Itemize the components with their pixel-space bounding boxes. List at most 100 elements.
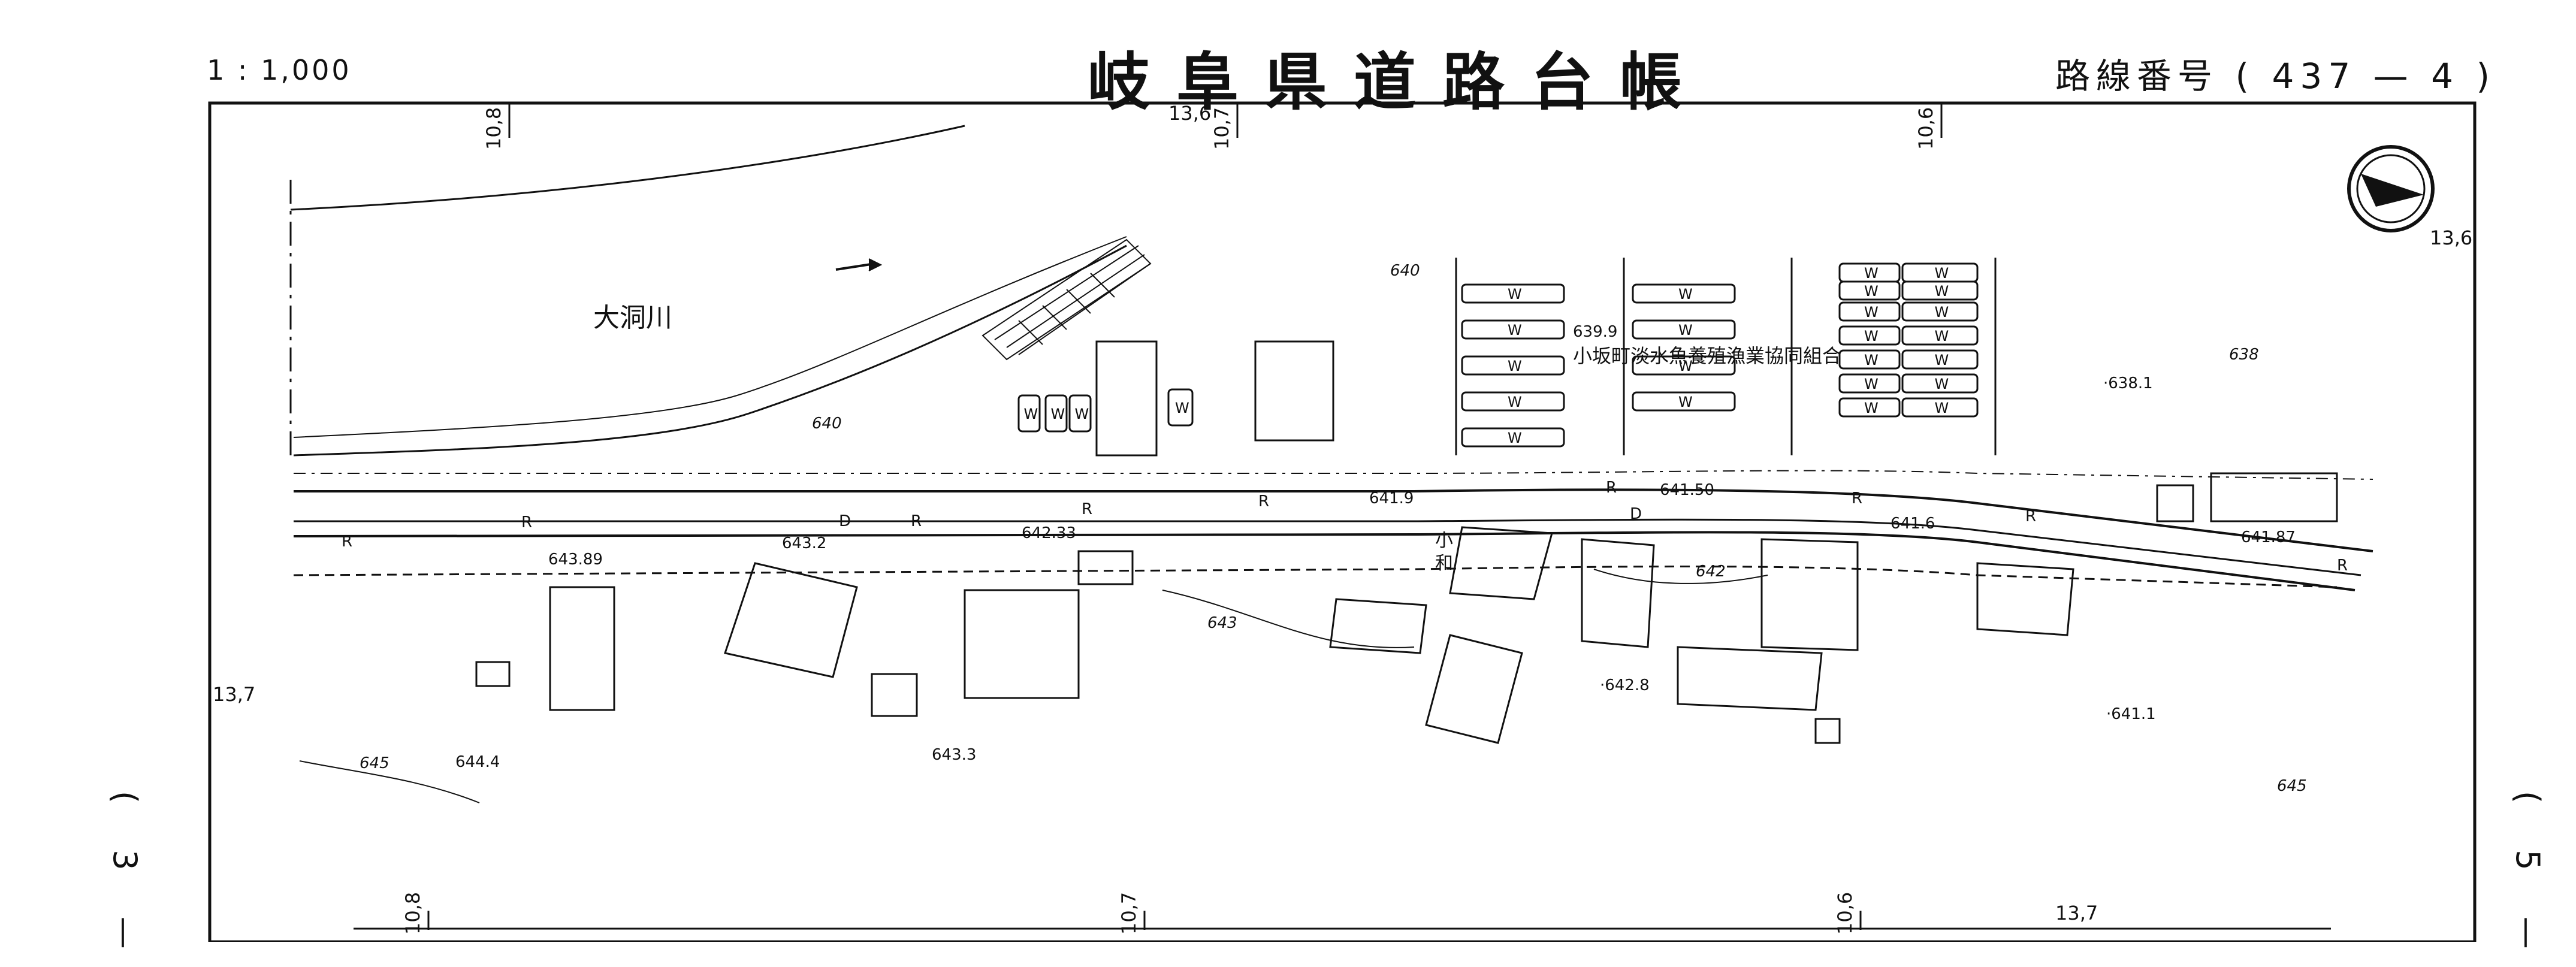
buildings	[475, 340, 2338, 744]
spot-elevation: 643.89	[548, 551, 603, 569]
contour-label: 643	[1207, 614, 1237, 632]
pond-mark: W	[1051, 406, 1065, 422]
contour-label: 645	[2277, 777, 2307, 795]
grid-label: 13,6	[1168, 102, 1211, 125]
building	[2210, 472, 2338, 522]
pond-mark: W	[1935, 328, 1949, 345]
place-mark-ko: 小	[1435, 530, 1453, 551]
fish-pond	[1901, 301, 1979, 322]
road-mark-r: R	[1606, 479, 1617, 497]
fish-pond	[1838, 397, 1901, 418]
spot-elevation: 641.6	[1891, 515, 1935, 533]
building	[724, 562, 858, 678]
fish-pond	[1461, 427, 1565, 448]
grid-labels: 10,8 10,7 13,6 10,6 13,6 13,7 10,8 10,7 …	[213, 102, 2472, 935]
spot-elevation: 644.4	[455, 753, 500, 771]
road	[293, 470, 2373, 591]
fish-pond	[1838, 325, 1901, 346]
building	[475, 661, 511, 687]
spot-elevation: 642.33	[1022, 524, 1076, 542]
facility-name: 小坂町淡水魚養殖漁業協同組合	[1573, 345, 1841, 367]
building	[1581, 538, 1655, 648]
contour-label: 640	[1390, 262, 1420, 280]
route-value: ( 437 — 4 )	[2235, 56, 2496, 96]
pond-mark: W	[1175, 400, 1189, 416]
fish-pond	[1901, 373, 1979, 394]
pond-mark: W	[1935, 376, 1949, 392]
fish-pond	[1838, 373, 1901, 394]
building	[1976, 562, 2074, 636]
pond-mark: W	[1678, 322, 1693, 339]
spot-elevation: 641.50	[1660, 481, 1714, 499]
north-arrow-icon	[2347, 145, 2435, 232]
road-mark-d: D	[1630, 505, 1642, 523]
grid-ticks	[354, 103, 2331, 930]
map-canvas: 大洞川 R R R R R R R R R D D	[208, 101, 2477, 942]
grid-label: 10,6	[1914, 107, 1937, 150]
fish-pond	[1901, 325, 1979, 346]
building	[1677, 646, 1823, 711]
pond-mark: W	[1508, 430, 1522, 446]
grid-label: 10,6	[1834, 892, 1856, 935]
embankment-hatch	[982, 238, 1152, 361]
pond-mark: W	[1864, 328, 1879, 345]
building	[1095, 340, 1158, 457]
spot-elevation: 641.87	[2241, 528, 2296, 546]
road-mark-d: D	[839, 512, 851, 530]
grid-label: 13,7	[2055, 902, 2098, 924]
fish-pond	[1461, 319, 1565, 340]
pond-mark: W	[1508, 358, 1522, 374]
spot-elevation: ·641.1	[2106, 705, 2156, 723]
fish-pond	[1632, 319, 1736, 340]
fish-pond	[1167, 388, 1194, 427]
pond-mark: W	[1864, 376, 1879, 392]
pond-mark: W	[1075, 406, 1089, 422]
map-frame	[208, 101, 2477, 942]
building	[1449, 526, 1553, 600]
fish-pond	[1461, 391, 1565, 412]
road-mark-r: R	[1082, 500, 1092, 518]
grid-label: 13,6	[2430, 226, 2472, 249]
grid-label: 10,8	[401, 892, 424, 935]
building	[1760, 538, 1859, 651]
road-mark-r: R	[521, 513, 532, 531]
building	[549, 586, 615, 711]
building	[1329, 598, 1427, 654]
fish-pond	[1461, 283, 1565, 304]
place-mark-wa: 和	[1435, 553, 1453, 574]
fish-pond	[1901, 349, 1979, 370]
spot-elevations: 639.9 ·638.1 641.50 641.9 642.33 643.2 6…	[455, 323, 2296, 771]
pond-mark: W	[1864, 400, 1879, 416]
fish-pond	[1017, 394, 1041, 433]
fish-pond	[1044, 394, 1068, 433]
building	[964, 589, 1080, 699]
contour-lines	[299, 569, 1768, 803]
spot-elevation: 643.3	[932, 746, 976, 764]
grid-label: 10,8	[482, 107, 505, 150]
fish-pond	[1632, 391, 1736, 412]
fish-pond	[1632, 283, 1736, 304]
pond-mark: W	[1678, 358, 1693, 374]
spot-elevation: ·638.1	[2103, 374, 2153, 392]
fish-pond	[1838, 301, 1901, 322]
road-mark-r: R	[342, 533, 352, 551]
road-marks: R R R R R R R R R D D	[342, 479, 2348, 575]
pond-mark: W	[1678, 286, 1693, 303]
fish-pond	[1068, 394, 1092, 433]
page-title: 岐阜県道路台帳	[1088, 46, 1709, 119]
road-mark-r: R	[2337, 557, 2348, 575]
pond-mark: W	[1935, 265, 1949, 282]
road-mark-r: R	[1852, 489, 1862, 507]
river	[289, 125, 1127, 457]
spot-elevation: ·642.8	[1600, 676, 1650, 694]
grid-label: 13,7	[213, 683, 255, 706]
building	[1425, 634, 1523, 744]
spot-elevation: 639.9	[1573, 323, 1617, 341]
map-scale: 1 : 1,000	[207, 54, 352, 86]
pond-mark: W	[1678, 394, 1693, 410]
spot-elevation: 641.9	[1369, 489, 1414, 507]
contour-label: 642	[1696, 563, 1726, 581]
building	[1077, 550, 1134, 585]
fish-pond-area	[1455, 258, 1997, 455]
route-label: 路線番号	[2055, 56, 2219, 96]
